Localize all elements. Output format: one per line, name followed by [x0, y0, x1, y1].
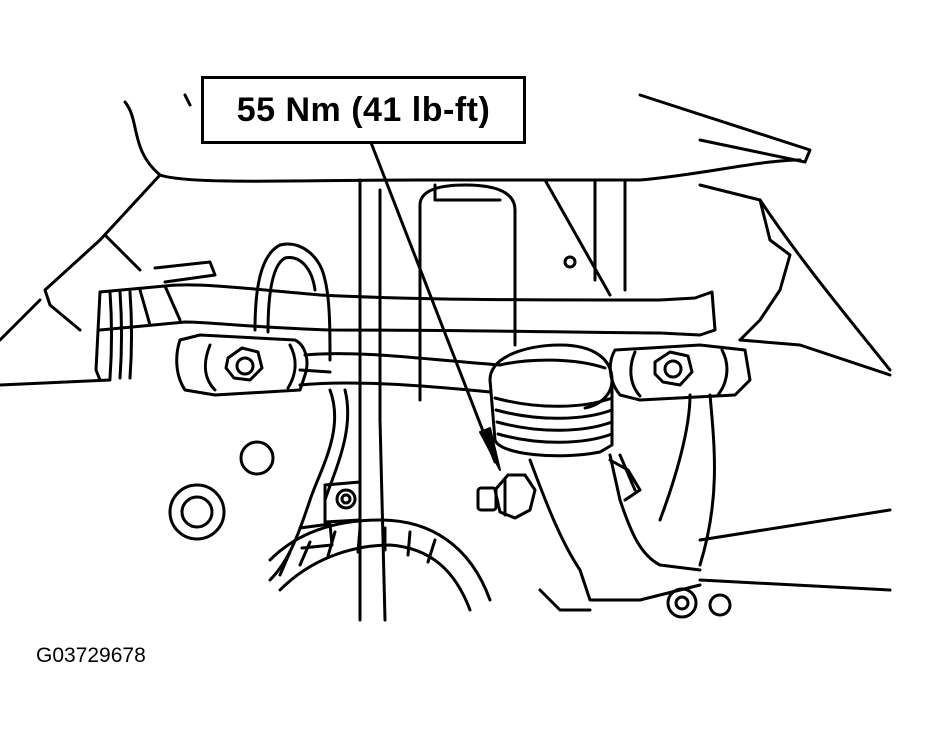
- harness-bracket: [298, 480, 362, 550]
- figure-id-label: G03729678: [36, 644, 146, 667]
- stabilizer-bar: [94, 260, 717, 382]
- shock-absorber: [358, 178, 517, 622]
- leader-arrow: [368, 138, 501, 471]
- wiring-harness: [253, 242, 492, 612]
- mounting-holes: [168, 440, 275, 541]
- control-arm: [298, 352, 502, 394]
- pinch-bolt: [476, 473, 537, 520]
- ball-joint-boot: [488, 343, 614, 458]
- right-bracket: [608, 343, 752, 402]
- torque-callout: 55 Nm (41 lb-ft): [201, 76, 526, 144]
- torque-label: 55 Nm (41 lb-ft): [236, 90, 491, 129]
- left-bracket: [175, 333, 309, 397]
- vehicle-frame: [0, 93, 892, 387]
- knuckle: [528, 393, 892, 619]
